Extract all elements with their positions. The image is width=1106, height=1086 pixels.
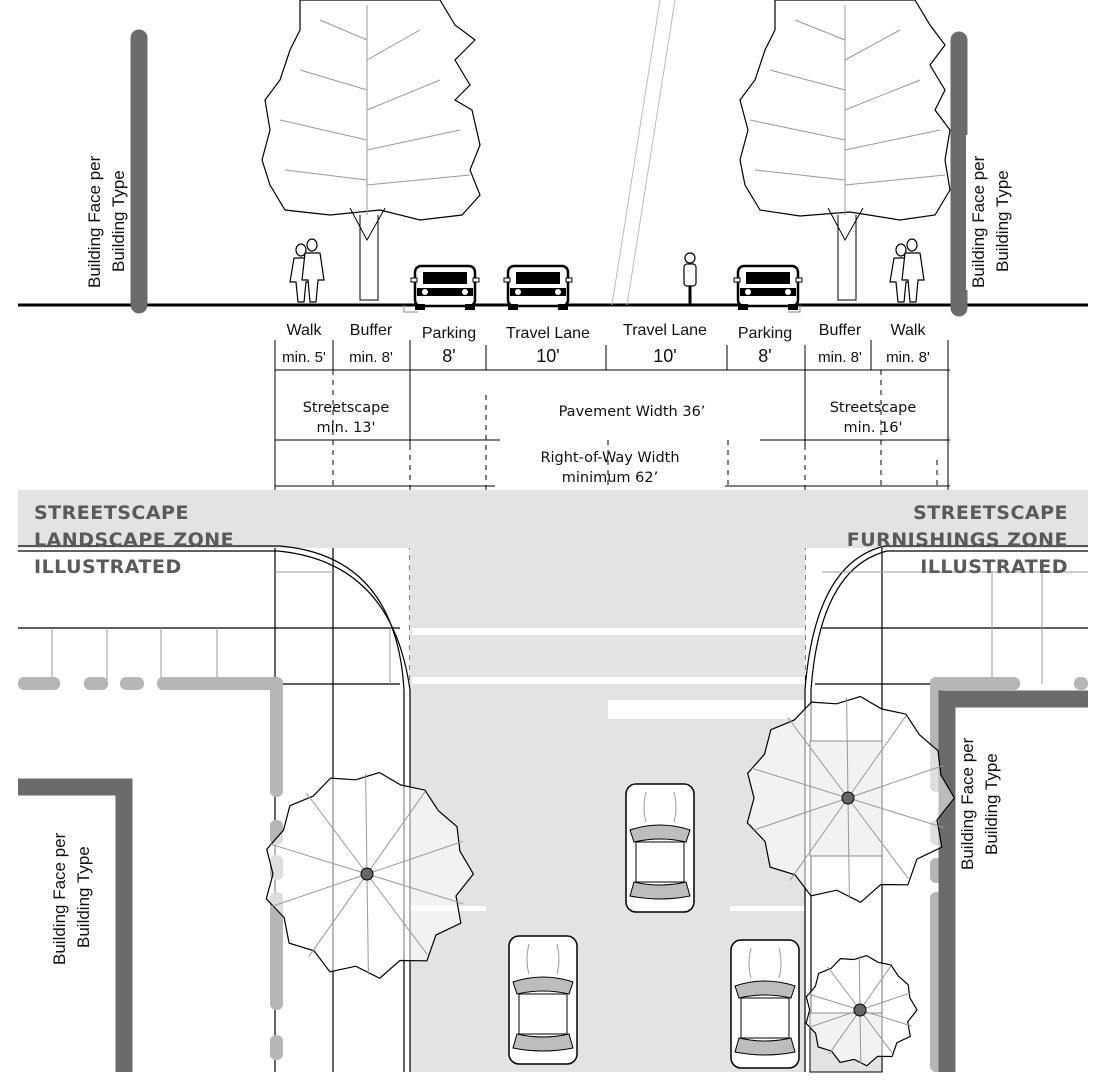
- car-elevation-parking-left: [409, 264, 481, 312]
- zone-width-label: 8': [758, 346, 771, 366]
- zone-width-label: 8': [442, 346, 455, 366]
- zone-width-label: 10': [653, 346, 676, 366]
- section-building-face-right-line1: Building Face per: [969, 155, 988, 288]
- plan-building-face-right-line2: Building Type: [982, 753, 1001, 855]
- lane-marking: [730, 906, 805, 911]
- zone-name-label: Parking: [422, 325, 476, 342]
- zone-right-line1: STREETSCAPE: [913, 502, 1068, 524]
- tree-plan: [746, 695, 956, 904]
- cyclist: [683, 252, 697, 306]
- zone-name-label: Buffer: [350, 322, 393, 339]
- right-of-way-line2: minimum 62’: [562, 470, 658, 486]
- stop-bar: [608, 700, 804, 719]
- zone-width-label: 10': [536, 346, 559, 366]
- streetscape-left-line1: Streetscape: [303, 400, 390, 416]
- car-plan-southbound: [508, 935, 578, 1065]
- zone-right-line2: FURNISHINGS ZONE: [847, 529, 1068, 551]
- car-elevation-travel-left: [502, 264, 574, 312]
- tree-elevation-right: [739, 0, 951, 301]
- tree-plan: [805, 954, 918, 1067]
- car-plan-northbound: [625, 783, 695, 913]
- streetscape-right-line1: Streetscape: [830, 400, 917, 416]
- pedestrians-right: [889, 238, 925, 303]
- zone-name-label: Walk: [891, 322, 927, 339]
- zone-name-label: Travel Lane: [506, 325, 590, 342]
- streetscape-right-line2: min. 16': [844, 420, 903, 436]
- plan-building-face-left-line2: Building Type: [74, 846, 93, 948]
- car-elevation-parking-right: [732, 264, 804, 312]
- zone-left-line2: LANDSCAPE ZONE: [34, 529, 234, 551]
- zone-left-line1: STREETSCAPE: [34, 502, 189, 524]
- car-plan-parked: [730, 939, 800, 1069]
- plan-building-face-left-line1: Building Face per: [50, 832, 69, 965]
- zone-width-label: min. 8': [886, 349, 930, 366]
- paving-joints: [51, 571, 1088, 684]
- break-line: [611, 0, 676, 306]
- section-building-face-left-line1: Building Face per: [85, 155, 104, 288]
- zone-width-label: min. 8': [349, 349, 393, 366]
- building-face-plan-left: [18, 778, 133, 1072]
- building-face-plan-right: [938, 690, 1088, 1072]
- crosswalk-line: [412, 677, 804, 684]
- dimension-lines: [274, 340, 950, 490]
- plan-building-face-right-line1: Building Face per: [958, 737, 977, 870]
- crosswalk-line: [412, 628, 804, 635]
- streetscape-left-line2: min. 13': [317, 420, 376, 436]
- zone-width-label: min. 8': [818, 349, 862, 366]
- right-of-way-line1: Right-of-Way Width: [540, 450, 679, 466]
- tree-plan: [265, 771, 475, 980]
- zone-left-line3: ILLUSTRATED: [34, 556, 182, 578]
- zone-name-label: Buffer: [819, 322, 862, 339]
- section-building-face-left-line2: Building Type: [109, 170, 128, 272]
- zone-name-label: Travel Lane: [623, 322, 707, 339]
- zone-name-label: Parking: [738, 325, 792, 342]
- zone-right-line3: ILLUSTRATED: [920, 556, 1068, 578]
- section-building-face-right-line2: Building Type: [993, 170, 1012, 272]
- tree-elevation-left: [261, 0, 481, 301]
- zone-width-label: min. 5': [282, 349, 326, 366]
- zone-name-label: Walk: [287, 322, 323, 339]
- pavement-width-label: Pavement Width 36’: [559, 404, 706, 420]
- pedestrians-left: [289, 238, 325, 303]
- zone-dimension-labels: Walk min. 5' Buffer min. 8' Parking 8' Travel …: [282, 322, 930, 366]
